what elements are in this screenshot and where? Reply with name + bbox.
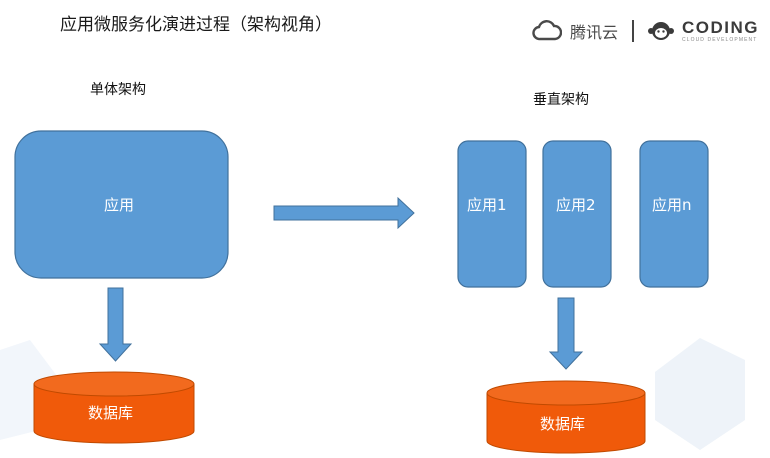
coding-wordmark-main: CODING [682, 18, 760, 37]
vertical-app-box-n [639, 140, 709, 288]
monolith-database: 数据库 [33, 371, 195, 444]
tencent-cloud-logo-icon [532, 20, 562, 41]
vertical-app-label-2: 应用2 [556, 196, 596, 214]
vertical-down-arrow [548, 297, 584, 370]
page-title: 应用微服务化演进过程（架构视角） [60, 15, 332, 35]
monolith-app-box [14, 130, 229, 279]
brand-header: 腾讯云 CODING CLOUD DEVELOPMENT [532, 14, 762, 48]
vertical-app-box-1 [457, 140, 527, 288]
coding-monkey-logo-icon [648, 22, 675, 40]
brand-divider [632, 20, 635, 42]
monolith-app-label: 应用 [104, 196, 134, 214]
monolith-section-label: 单体架构 [90, 82, 146, 98]
vertical-app-box-2 [542, 140, 612, 288]
tencent-cloud-wordmark: 腾讯云 [570, 23, 619, 42]
bg-hexagon-right [655, 338, 745, 450]
evolution-right-arrow [273, 196, 415, 230]
vertical-app-label-n: 应用n [652, 196, 692, 214]
vertical-app-label-1: 应用1 [467, 196, 507, 214]
monolith-database-label: 数据库 [88, 404, 133, 422]
coding-wordmark-sub: CLOUD DEVELOPMENT [682, 37, 758, 43]
coding-wordmark: CODING CLOUD DEVELOPMENT [682, 19, 759, 43]
monolith-down-arrow [98, 287, 133, 362]
vertical-database-label: 数据库 [540, 415, 585, 433]
vertical-database: 数据库 [486, 380, 646, 454]
vertical-section-label: 垂直架构 [533, 92, 589, 108]
